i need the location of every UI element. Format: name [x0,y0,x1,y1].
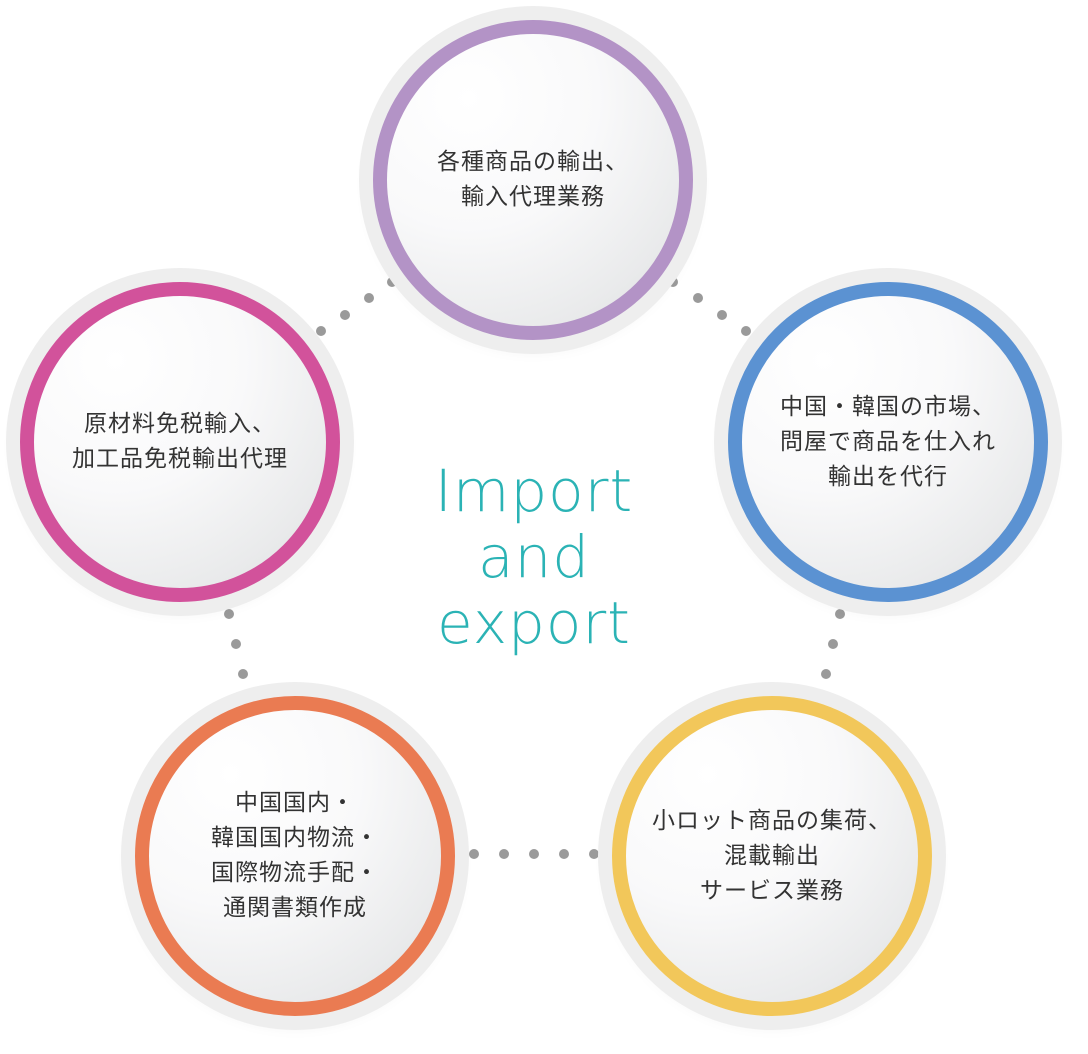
node-label-line: 問屋で商品を仕入れ [780,428,996,455]
connector-dot [821,669,831,679]
node-label-line: 輸入代理業務 [461,184,605,210]
connector-dot [828,639,838,649]
connector-dot [499,849,509,859]
service-node-logistics-customs: 中国国内・ 韓国国内物流・ 国際物流手配・ 通関書類作成 [135,696,455,1016]
connector-dot [589,849,599,859]
node-label-line: 中国・韓国の市場、 [780,393,996,420]
connector-dot [717,310,727,320]
connector-dot [741,326,751,336]
center-title-line: Import [434,457,634,525]
service-node-export-import-agency: 各種商品の輸出、 輸入代理業務 [373,20,693,340]
node-label: 中国・韓国の市場、 問屋で商品を仕入れ 輸出を代行 [762,390,1014,495]
connector-dot [364,293,374,303]
connector-dot [238,669,248,679]
node-label-line: 混載輸出 [724,842,820,869]
connector-dot [316,326,326,336]
connector-dot [469,849,479,859]
node-label-line: 加工品免税輸出代理 [72,446,288,472]
node-label: 各種商品の輸出、 輸入代理業務 [419,145,647,215]
connector-dot [693,293,703,303]
connector-dot [529,849,539,859]
node-label: 中国国内・ 韓国国内物流・ 国際物流手配・ 通関書類作成 [193,786,397,926]
center-title-line: export [437,589,631,657]
connector-dot [835,609,845,619]
service-node-duty-free-processing: 原材料免税輸入、 加工品免税輸出代理 [20,282,340,602]
node-label-line: 輸出を代行 [828,463,948,490]
center-title: Import and export [384,458,684,656]
connector-dot [668,277,678,287]
connector-dot [231,639,241,649]
service-node-consolidated-export: 小ロット商品の集荷、 混載輸出 サービス業務 [612,696,932,1016]
node-label-line: 国際物流手配・ [211,860,379,886]
center-title-line: and [477,523,591,591]
node-label: 小ロット商品の集荷、 混載輸出 サービス業務 [634,804,910,909]
connector-dot [559,849,569,859]
node-label-line: 小ロット商品の集荷、 [652,807,892,834]
connector-dot [340,310,350,320]
connector-dot [224,609,234,619]
connector-dot [387,277,397,287]
node-label-line: 各種商品の輸出、 [437,149,629,175]
service-node-market-purchasing: 中国・韓国の市場、 問屋で商品を仕入れ 輸出を代行 [728,282,1048,602]
node-label-line: 原材料免税輸入、 [84,411,276,437]
node-label-line: 中国国内・ [235,790,355,816]
node-label-line: 韓国国内物流・ [211,825,379,851]
node-label-line: サービス業務 [700,877,844,904]
node-label: 原材料免税輸入、 加工品免税輸出代理 [54,407,306,477]
node-label-line: 通関書類作成 [223,895,367,921]
